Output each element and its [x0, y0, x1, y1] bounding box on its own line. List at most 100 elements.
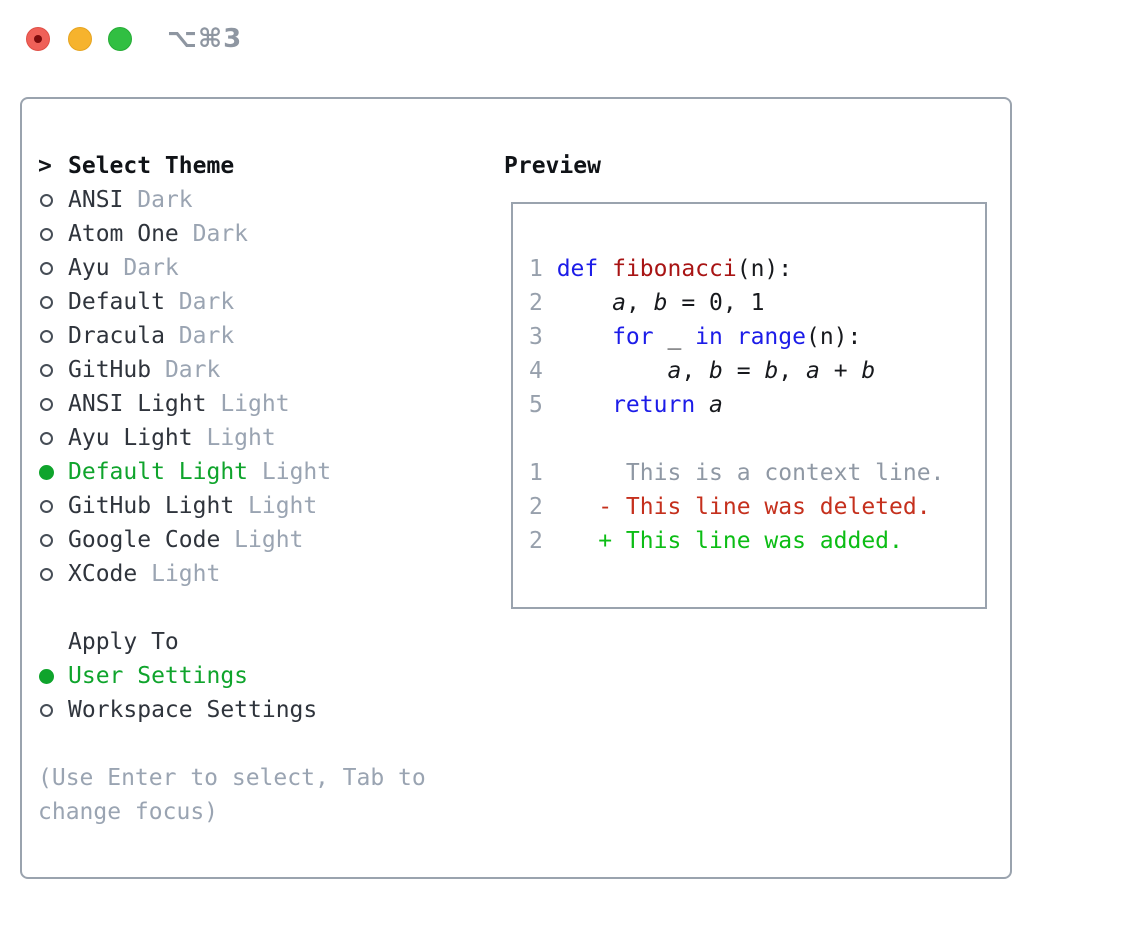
line-number: 1 — [529, 460, 543, 486]
theme-option-google-code-light[interactable]: Google Code Light — [38, 523, 426, 557]
code-token-plain: , — [778, 358, 806, 384]
hint-text: change focus) — [38, 799, 219, 825]
radio-unselected-icon — [38, 261, 68, 275]
radio-unselected-icon — [38, 431, 68, 445]
code-token-plain — [723, 324, 737, 350]
code-token-plain — [557, 392, 612, 418]
line-number: 3 — [529, 324, 543, 350]
code-token-var: b — [653, 290, 668, 316]
theme-option-label: Default Light Light — [68, 459, 332, 485]
radio-unselected-icon — [38, 295, 68, 309]
code-token-del: - This line was deleted. — [556, 494, 931, 520]
radio-unselected-icon — [38, 567, 68, 581]
code-token-plain: , — [625, 290, 654, 316]
minimize-button[interactable] — [68, 27, 92, 51]
apply-option-label: User Settings — [68, 663, 249, 689]
preview-line-2: 2 a, b = 0, 1 — [529, 286, 985, 320]
code-token-plain: _ — [653, 324, 696, 350]
theme-option-ayu-light-light[interactable]: Ayu Light Light — [38, 421, 426, 455]
radio-selected-icon — [38, 668, 68, 684]
code-token-plain: , — [681, 358, 710, 384]
spacer-row — [38, 727, 426, 761]
radio-unselected-icon — [38, 193, 68, 207]
theme-option-label: Google Code Light — [68, 527, 304, 553]
zoom-button[interactable] — [108, 27, 132, 51]
radio-unselected-icon — [38, 363, 68, 377]
code-token-kw: for — [612, 324, 654, 350]
line-number: 2 — [529, 528, 543, 554]
code-token-var: b — [709, 358, 723, 384]
unsaved-dot-icon — [34, 35, 42, 43]
close-button[interactable] — [26, 27, 50, 51]
theme-option-dracula-dark[interactable]: Dracula Dark — [38, 319, 426, 353]
theme-option-label: ANSI Light Light — [68, 391, 290, 417]
code-token-var: a — [612, 290, 626, 316]
code-token-plain — [598, 256, 612, 282]
line-number: 2 — [529, 290, 543, 316]
code-token-plain: = 0, 1 — [667, 290, 765, 316]
hint-line-1: (Use Enter to select, Tab to — [38, 761, 426, 795]
apply-option-workspace-settings[interactable]: Workspace Settings — [38, 693, 426, 727]
radio-unselected-icon — [38, 397, 68, 411]
section-header-select-theme: >Select Theme — [38, 149, 426, 183]
radio-unselected-icon — [38, 329, 68, 343]
apply-to-label: Apply To — [68, 629, 179, 655]
apply-option-user-settings[interactable]: User Settings — [38, 659, 426, 693]
code-token-plain — [695, 392, 709, 418]
preview-line-3: 3 for _ in range(n): — [529, 320, 985, 354]
preview-title: Preview — [504, 153, 601, 179]
radio-unselected-icon — [38, 499, 68, 513]
line-number: 4 — [529, 358, 543, 384]
code-token-kw: return — [612, 392, 696, 418]
code-token-add: + This line was added. — [556, 528, 903, 554]
apply-option-label: Workspace Settings — [68, 697, 318, 723]
radio-unselected-icon — [38, 703, 68, 717]
theme-option-ansi-light-light[interactable]: ANSI Light Light — [38, 387, 426, 421]
hint-text: (Use Enter to select, Tab to — [38, 765, 426, 791]
radio-selected-icon — [38, 464, 68, 480]
preview-line-4: 4 a, b = b, a + b — [529, 354, 985, 388]
hint-line-2: change focus) — [38, 795, 426, 829]
theme-option-label: GitHub Light Light — [68, 493, 318, 519]
theme-option-github-dark[interactable]: GitHub Dark — [38, 353, 426, 387]
code-token-plain: (n): — [805, 324, 862, 350]
theme-option-xcode-light[interactable]: XCode Light — [38, 557, 426, 591]
code-token-plain: (n): — [736, 256, 793, 282]
code-token-var: b — [764, 358, 779, 384]
theme-option-label: Atom One Dark — [68, 221, 249, 247]
theme-option-atom-one-dark[interactable]: Atom One Dark — [38, 217, 426, 251]
code-token-var: a — [806, 358, 820, 384]
theme-option-label: Ayu Dark — [68, 255, 179, 281]
code-token-var: a — [667, 358, 682, 384]
section-header-apply-to: Apply To — [38, 625, 426, 659]
code-token-kw: range — [736, 324, 806, 350]
code-token-fn: fibonacci — [612, 256, 737, 282]
code-token-plain — [557, 290, 612, 316]
select-theme-label: Select Theme — [68, 153, 235, 179]
theme-option-label: Ayu Light Light — [68, 425, 276, 451]
line-number: 2 — [529, 494, 543, 520]
theme-option-ayu-dark[interactable]: Ayu Dark — [38, 251, 426, 285]
line-number: 5 — [529, 392, 543, 418]
theme-option-label: ANSI Dark — [68, 187, 193, 213]
radio-unselected-icon — [38, 533, 68, 547]
theme-option-ansi-dark[interactable]: ANSI Dark — [38, 183, 426, 217]
line-number: 1 — [529, 256, 543, 282]
code-token-kw: in — [695, 324, 723, 350]
theme-option-github-light-light[interactable]: GitHub Light Light — [38, 489, 426, 523]
theme-option-default-light-light[interactable]: Default Light Light — [38, 455, 426, 489]
code-token-plain — [557, 358, 668, 384]
code-token-var: b — [861, 358, 876, 384]
theme-option-default-dark[interactable]: Default Dark — [38, 285, 426, 319]
preview-line-8: 2 - This line was deleted. — [529, 490, 985, 524]
theme-option-label: Dracula Dark — [68, 323, 235, 349]
spacer-row — [38, 591, 426, 625]
code-token-plain: = — [722, 358, 765, 384]
code-token-var: a — [709, 392, 723, 418]
preview-blank-line — [529, 422, 985, 456]
